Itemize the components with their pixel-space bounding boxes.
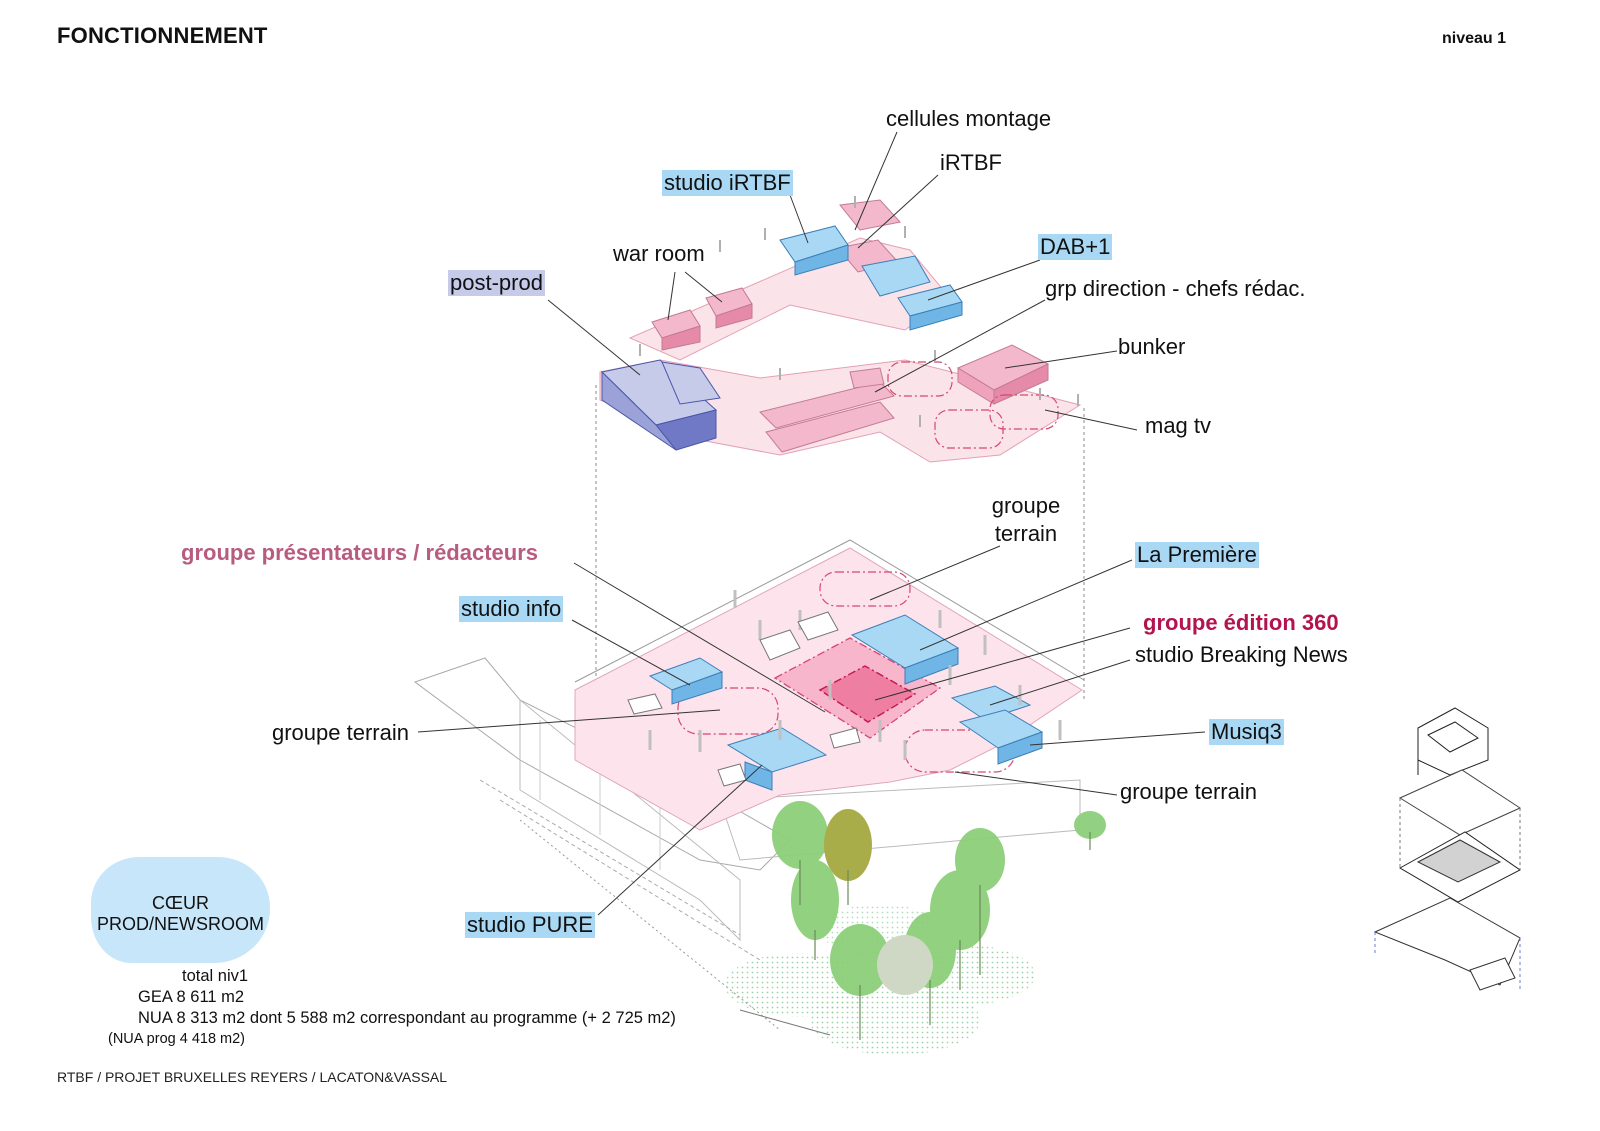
page-title: FONCTIONNEMENT [57, 23, 268, 48]
trees [725, 801, 1106, 1055]
label-cellules-montage: cellules montage [886, 106, 1052, 131]
legend-line2: PROD/NEWSROOM [96, 914, 264, 934]
projection-lines [595, 385, 1085, 700]
label-groupe-edition-360: groupe édition 360 [1143, 610, 1339, 635]
stats-nua-prog: (NUA prog 4 418 m2) [108, 1031, 246, 1047]
label-groupe-terrain-top: groupe terrain [985, 492, 1067, 548]
label-studio-pure: studio PURE [465, 912, 595, 938]
label-groupe-presentateurs: groupe présentateurs / rédacteurs [181, 540, 539, 565]
lower-building [413, 539, 1085, 1036]
key-axonometric [1373, 707, 1522, 991]
leader-lines [417, 131, 1206, 916]
label-studio-irtbf: studio iRTBF [662, 170, 793, 196]
label-war-room: war room [613, 241, 705, 266]
label-groupe-terrain-top-line1: groupe [991, 493, 1061, 518]
label-dab: DAB+1 [1038, 234, 1113, 260]
legend-core-blob [91, 857, 270, 963]
stats-nua: NUA 8 313 m2 dont 5 588 m2 correspondant… [138, 1009, 676, 1027]
legend-core-text: CŒUR PROD/NEWSROOM [91, 893, 270, 935]
label-groupe-terrain-left: groupe terrain [272, 720, 409, 745]
level-indicator: niveau 1 [1442, 30, 1507, 47]
legend-line1: CŒUR [152, 893, 209, 913]
label-post-prod: post-prod [448, 270, 545, 296]
label-mag-tv: mag tv [1145, 413, 1212, 438]
upper-floor-plan [599, 196, 1082, 463]
label-studio-breaking-news: studio Breaking News [1135, 642, 1348, 667]
label-groupe-terrain-top-line2: terrain [994, 521, 1058, 546]
label-grp-direction: grp direction - chefs rédac. [1045, 276, 1306, 301]
label-studio-info: studio info [459, 596, 564, 622]
stats-gea: GEA 8 611 m2 [138, 988, 245, 1006]
label-la-premiere: La Première [1135, 542, 1259, 568]
footer-credits: RTBF / PROJET BRUXELLES REYERS / LACATON… [57, 1069, 448, 1085]
label-irtbf: iRTBF [940, 150, 1002, 175]
label-groupe-terrain-right: groupe terrain [1120, 779, 1257, 804]
label-musiq3: Musiq3 [1209, 719, 1284, 745]
label-bunker: bunker [1118, 334, 1186, 359]
stats-total: total niv1 [182, 967, 249, 985]
